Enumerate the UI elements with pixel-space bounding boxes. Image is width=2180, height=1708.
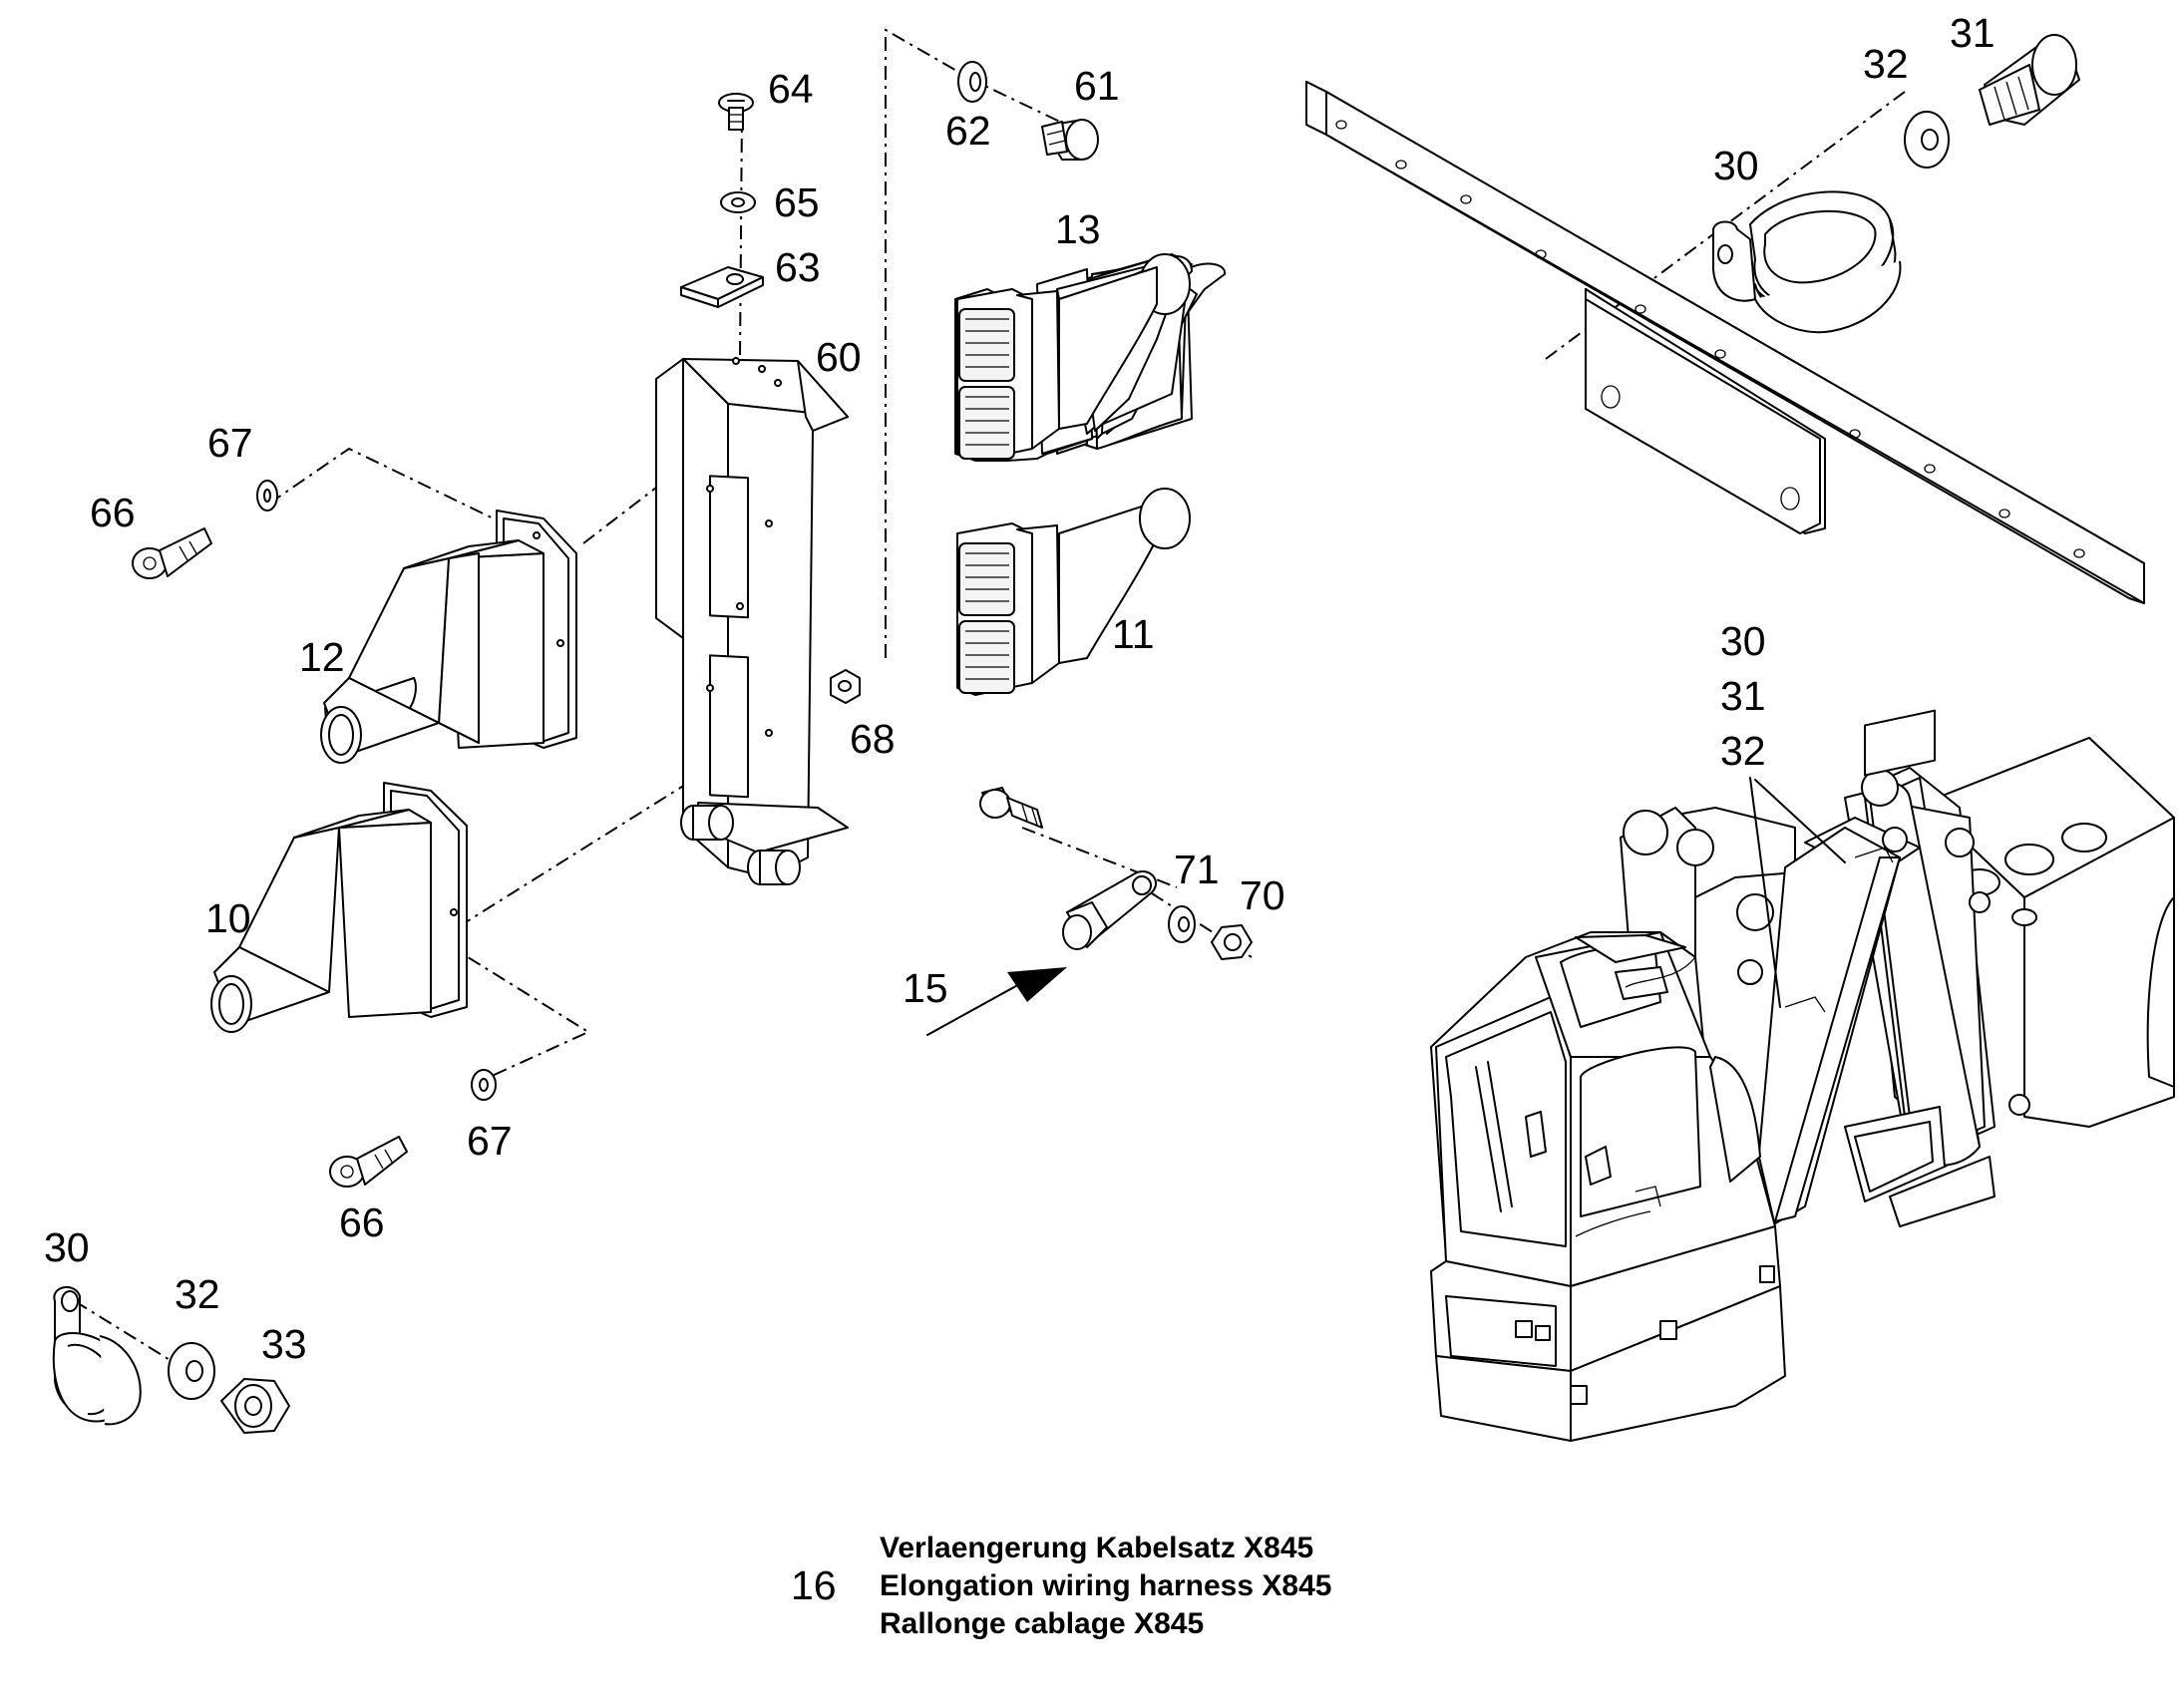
arrow-15-icon xyxy=(926,967,1067,1036)
callout-31-upper: 31 xyxy=(1950,10,1996,56)
callout-66-lower: 66 xyxy=(339,1199,385,1245)
washer-65-icon xyxy=(720,191,756,213)
nut-70-icon xyxy=(1211,924,1253,960)
washer-71-icon xyxy=(1168,905,1196,943)
title-block: 16 Verlaengerung Kabelsatz X845 Elongati… xyxy=(791,1532,1331,1640)
title-english: Elongation wiring harness X845 xyxy=(880,1569,1331,1602)
screw-66-upper-icon xyxy=(132,527,212,579)
callout-70: 70 xyxy=(1240,872,1285,918)
clamp-30-lower-icon xyxy=(52,1286,142,1426)
title-german: Verlaengerung Kabelsatz X845 xyxy=(880,1532,1313,1564)
callout-10: 10 xyxy=(205,895,251,941)
callout-63: 63 xyxy=(775,244,821,290)
callout-68: 68 xyxy=(850,716,896,762)
washer-62-icon xyxy=(957,61,987,103)
callout-32-upper: 32 xyxy=(1863,41,1909,87)
figure-number: 16 xyxy=(791,1562,837,1608)
callout-12: 12 xyxy=(299,634,345,680)
callout-32-overview: 32 xyxy=(1720,728,1766,774)
callout-66-upper: 66 xyxy=(90,490,136,535)
callout-65: 65 xyxy=(774,179,820,225)
bolt-15-icon xyxy=(979,787,1043,829)
housing-12-icon xyxy=(320,510,577,764)
callout-32-lower: 32 xyxy=(175,1271,220,1317)
callout-30-overview: 30 xyxy=(1720,618,1766,664)
callout-11: 11 xyxy=(1112,611,1155,657)
title-french: Rallonge cablage X845 xyxy=(880,1607,1204,1640)
washer-67-lower-icon xyxy=(471,1069,497,1101)
clamp-30-upper-icon xyxy=(1712,190,1902,334)
connector-11-icon xyxy=(956,488,1191,696)
callout-13: 13 xyxy=(1055,206,1101,252)
callout-30-lower: 30 xyxy=(44,1224,90,1270)
callout-62: 62 xyxy=(945,108,991,154)
connector-13-icon xyxy=(954,253,1227,462)
washer-32-lower-icon xyxy=(168,1342,215,1400)
bolt-61-icon xyxy=(1041,119,1099,161)
bolt-31-icon xyxy=(1979,34,2080,126)
callout-67-upper: 67 xyxy=(207,420,253,466)
washer-32-upper-icon xyxy=(1904,111,1950,169)
callout-61: 61 xyxy=(1074,63,1120,109)
screw-66-lower-icon xyxy=(329,1136,408,1188)
callout-71: 71 xyxy=(1174,847,1220,892)
nut-68-icon xyxy=(830,669,861,704)
callout-60: 60 xyxy=(816,334,862,380)
nut-33-icon xyxy=(220,1378,290,1434)
screw-64-icon xyxy=(718,93,754,131)
callout-15: 15 xyxy=(903,965,948,1011)
washer-67-upper-icon xyxy=(256,480,278,512)
excavator-overview-icon xyxy=(1430,709,2175,1442)
callout-67-lower: 67 xyxy=(467,1118,513,1164)
mounting-bar-icon xyxy=(1305,81,2145,604)
callout-31-overview: 31 xyxy=(1720,673,1766,719)
callout-30-upper: 30 xyxy=(1713,143,1759,188)
callout-64: 64 xyxy=(768,66,814,112)
callout-labels: 64 61 62 65 63 13 60 67 66 12 11 68 10 7… xyxy=(44,10,1996,1367)
clamp-15-icon xyxy=(1062,870,1157,950)
callout-33: 33 xyxy=(261,1321,307,1367)
nut-plate-63-icon xyxy=(680,266,764,308)
housing-10-icon xyxy=(210,782,468,1033)
bracket-60-icon xyxy=(655,357,849,885)
